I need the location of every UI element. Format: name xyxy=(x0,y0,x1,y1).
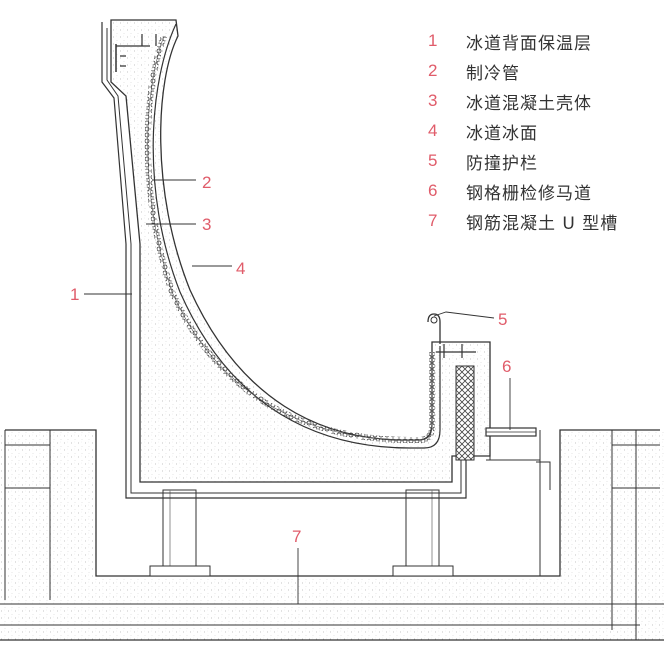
legend-num: 3 xyxy=(428,91,438,110)
legend-num: 2 xyxy=(428,61,438,80)
legend-num: 1 xyxy=(428,31,438,50)
u-trough xyxy=(0,429,664,641)
leader-lines xyxy=(84,179,511,604)
callout-2: 2 xyxy=(202,173,211,192)
grating-walkway xyxy=(485,427,540,461)
callout-5: 5 xyxy=(498,310,507,329)
legend-item: 6 钢格栅检修马道 xyxy=(428,176,658,206)
ice-track-shell xyxy=(110,19,491,483)
callout-6: 6 xyxy=(502,357,511,376)
legend-num: 5 xyxy=(428,151,438,170)
legend-text: 冰道背面保温层 xyxy=(466,33,592,54)
callout-1: 1 xyxy=(70,285,79,304)
callout-3: 3 xyxy=(202,215,211,234)
support-columns xyxy=(149,489,454,577)
legend-text: 钢筋混凝土 U 型槽 xyxy=(466,213,619,234)
callouts: 1 2 3 4 5 6 7 xyxy=(70,173,511,546)
legend-item: 7 钢筋混凝土 U 型槽 xyxy=(428,206,658,236)
callout-4: 4 xyxy=(236,259,245,278)
legend-item: 3 冰道混凝土壳体 xyxy=(428,86,658,116)
legend-text: 制冷管 xyxy=(466,63,520,84)
legend-num: 7 xyxy=(428,211,438,230)
legend-num: 4 xyxy=(428,121,438,140)
legend: 1 冰道背面保温层 2 制冷管 3 冰道混凝土壳体 4 冰道冰面 5 防撞护栏 … xyxy=(428,26,658,236)
legend-text: 防撞护栏 xyxy=(466,153,538,174)
legend-text: 冰道混凝土壳体 xyxy=(466,93,592,114)
insulation-layer xyxy=(101,22,467,499)
legend-text: 钢格栅检修马道 xyxy=(466,183,592,204)
legend-num: 6 xyxy=(428,181,438,200)
crash-barrier xyxy=(427,313,476,461)
legend-item: 2 制冷管 xyxy=(428,56,658,86)
legend-item: 1 冰道背面保温层 xyxy=(428,26,658,56)
legend-item: 5 防撞护栏 xyxy=(428,146,658,176)
legend-item: 4 冰道冰面 xyxy=(428,116,658,146)
legend-text: 冰道冰面 xyxy=(466,123,538,144)
callout-7: 7 xyxy=(292,527,301,546)
